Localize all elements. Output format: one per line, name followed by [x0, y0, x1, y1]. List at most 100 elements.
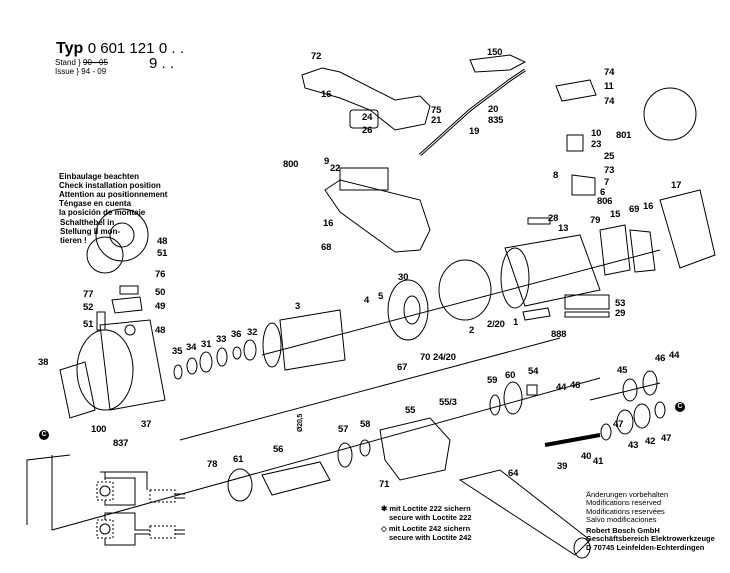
fan	[387, 279, 429, 341]
switch	[339, 167, 389, 191]
note-line: tieren !	[60, 236, 87, 245]
cover-gasket	[59, 361, 96, 419]
ring	[489, 394, 501, 416]
part-number-label: 31	[201, 339, 212, 350]
legal-line: Salvo modificaciones	[586, 514, 657, 524]
part-number-label: 74	[604, 67, 615, 78]
part-number-label: 5	[378, 291, 384, 302]
gear	[616, 409, 634, 435]
variant-2: 9 . .	[149, 55, 175, 72]
label-plate	[522, 307, 551, 321]
part-number-label: 16	[321, 89, 332, 100]
company-line: Geschäftsbereich Elektrowerkzeuge	[586, 534, 715, 544]
gear-head	[379, 417, 451, 481]
part-number-label: 32	[247, 327, 258, 338]
handle-cover	[301, 67, 431, 131]
label-plate	[527, 217, 551, 225]
part-number-label: 800	[283, 159, 299, 170]
block	[119, 285, 139, 295]
part-number-label: 801	[616, 130, 632, 141]
loctite-notes: ✱ mit Loctite 222 sichern secure with Lo…	[381, 504, 472, 542]
note-line: Schalthebel in	[60, 218, 115, 227]
part-number-label: 46	[655, 353, 666, 364]
part-number-label: 9	[324, 156, 330, 167]
frame-line	[179, 337, 561, 441]
part-number-label: 17	[671, 180, 682, 191]
part-number-label: 44	[669, 350, 680, 361]
part-number-label: 3	[295, 301, 301, 312]
part-number-label: 30	[398, 272, 409, 283]
part-number-label: 24/20	[433, 352, 456, 363]
grease-badge: C	[675, 402, 685, 412]
part-number-label: 8	[553, 170, 559, 181]
part-number-label: 48	[157, 236, 168, 247]
ring	[199, 351, 213, 373]
ring	[186, 357, 198, 375]
shaft	[589, 382, 661, 401]
ring	[243, 339, 257, 361]
loctite-line: secure with Loctite 222	[389, 512, 472, 522]
part-number-label: 70	[420, 352, 431, 363]
part-number-label: 38	[38, 357, 49, 368]
part-number-label: 20	[488, 104, 499, 115]
note-line: Check installation position	[59, 181, 161, 190]
frame-line	[26, 454, 71, 525]
part-number-label: 68	[321, 242, 332, 253]
part-number-label: 64	[508, 468, 519, 479]
part-number-label: 39	[557, 461, 568, 472]
frame-line	[261, 249, 661, 356]
part-number-label: 150	[487, 47, 503, 58]
bushing	[96, 311, 106, 331]
part-number-label: 54	[528, 366, 539, 377]
plate	[111, 296, 143, 314]
part-number-label: 19	[469, 126, 480, 137]
part-number-label: 46	[570, 380, 581, 391]
installation-detail	[95, 208, 149, 262]
issue-label: Issue	[55, 67, 75, 76]
part-number-label: 50	[155, 287, 166, 298]
part-number-label: 22	[330, 163, 341, 174]
capacitor	[349, 109, 379, 129]
part-number-label: 67	[397, 362, 408, 373]
part-number-label: 11	[604, 81, 614, 92]
part-number-label: 44	[556, 382, 567, 393]
ring	[173, 364, 183, 380]
installation-note: Einbaulage beachten Check installation p…	[59, 172, 167, 217]
part-number-label: 35	[172, 346, 183, 357]
part-number-label: 2/20	[487, 319, 505, 330]
switch-note: Schalthebel in Stellung II mon- tieren !	[60, 218, 120, 245]
gear-housing	[99, 319, 166, 411]
stand-date: 90 - 05	[83, 58, 108, 67]
part-number-label: 37	[141, 419, 152, 430]
typ-label: Typ	[56, 40, 84, 57]
part-number-label: 6	[600, 187, 606, 198]
bearing	[526, 384, 538, 396]
part-number-label: 69	[629, 204, 640, 215]
part-number-label: 16	[323, 218, 334, 229]
brush	[566, 134, 584, 152]
company-line: D 70745 Leinfelden-Echterdingen	[586, 542, 705, 552]
part-number-label: 25	[604, 151, 615, 162]
part-number-label: 806	[597, 196, 613, 207]
chuck	[227, 468, 253, 502]
loctite-line: mit Loctite 242 sichern	[388, 524, 471, 533]
legal-line: Modifications reserved	[586, 498, 662, 508]
type-title: Typ 0 601 121 0 . .	[56, 40, 184, 58]
label-plate	[564, 294, 610, 310]
ball	[124, 324, 136, 336]
gear	[503, 381, 523, 415]
part-number-label: 23	[591, 139, 602, 150]
note-line: Stellung II mon-	[60, 227, 120, 236]
handle-base	[324, 179, 431, 253]
part-number-label: 45	[617, 365, 628, 376]
part-number-label: 51	[157, 248, 168, 259]
ring	[359, 439, 371, 457]
housing-opening	[500, 247, 530, 309]
part-number-label: 60	[505, 370, 516, 381]
motor-housing	[504, 234, 601, 307]
part-number-label: 40	[581, 451, 592, 462]
asterisk-icon: ✱	[381, 504, 388, 513]
part-number-label: 47	[613, 419, 624, 430]
part-number-label: 76	[155, 269, 166, 280]
